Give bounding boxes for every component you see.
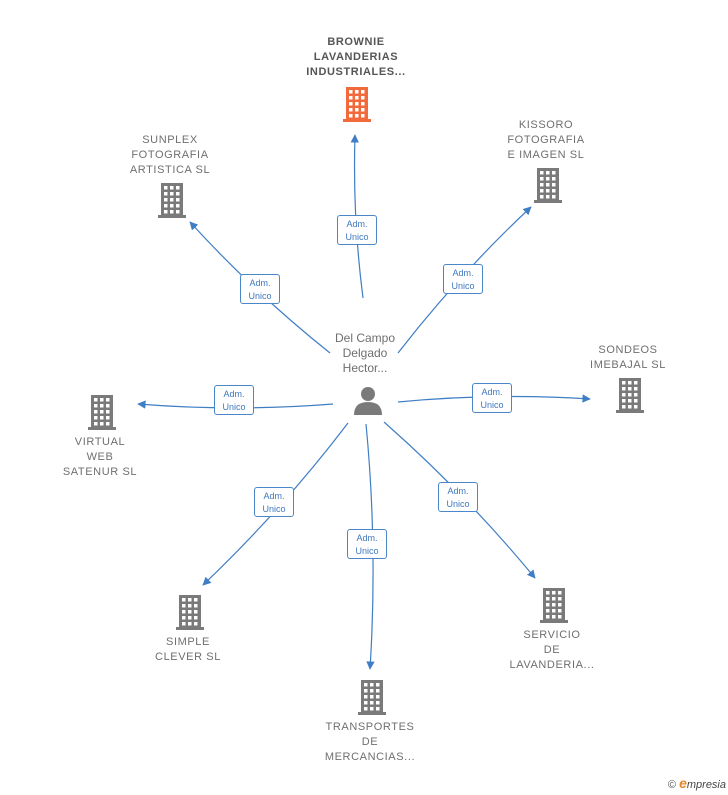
person-icon[interactable] xyxy=(352,385,384,417)
building-icon[interactable] xyxy=(532,167,564,208)
relation-badge-sunplex: Adm. Unico xyxy=(240,274,280,304)
building-icon[interactable] xyxy=(174,594,206,635)
building-icon[interactable] xyxy=(156,182,188,223)
relation-badge-virtual: Adm. Unico xyxy=(214,385,254,415)
company-label-sondeos[interactable]: SONDEOS IMEBAJAL SL xyxy=(590,344,666,371)
building-icon[interactable] xyxy=(614,377,646,418)
company-label-servicio[interactable]: SERVICIO DE LAVANDERIA... xyxy=(509,629,595,671)
building-icon[interactable] xyxy=(356,679,388,720)
company-label-virtual[interactable]: VIRTUAL WEB SATENUR SL xyxy=(62,436,138,478)
company-label-transportes[interactable]: TRANSPORTES DE MERCANCIAS... xyxy=(324,721,416,763)
relation-badge-simple: Adm. Unico xyxy=(254,487,294,517)
building-icon[interactable] xyxy=(538,587,570,628)
brand-initial: e xyxy=(679,775,687,791)
building-icon[interactable] xyxy=(86,394,118,435)
center-person-name[interactable]: Del Campo Delgado Hector... xyxy=(334,331,396,375)
relation-badge-kissoro: Adm. Unico xyxy=(443,264,483,294)
copyright-icon: © xyxy=(667,779,677,791)
relation-badge-servicio: Adm. Unico xyxy=(438,482,478,512)
company-label-kissoro[interactable]: KISSORO FOTOGRAFIA E IMAGEN SL xyxy=(507,119,585,161)
company-label-brownie[interactable]: BROWNIE LAVANDERIAS INDUSTRIALES... xyxy=(306,36,406,78)
relation-badge-transportes: Adm. Unico xyxy=(347,529,387,559)
company-label-simple[interactable]: SIMPLE CLEVER SL xyxy=(155,636,221,663)
relation-badge-sondeos: Adm. Unico xyxy=(472,383,512,413)
brand-name: mpresia xyxy=(686,779,726,791)
company-label-sunplex[interactable]: SUNPLEX FOTOGRAFIA ARTISTICA SL xyxy=(129,134,211,176)
building-icon[interactable] xyxy=(341,86,373,127)
relation-badge-brownie: Adm. Unico xyxy=(337,215,377,245)
footer-brand[interactable]: © empresia xyxy=(668,775,726,791)
